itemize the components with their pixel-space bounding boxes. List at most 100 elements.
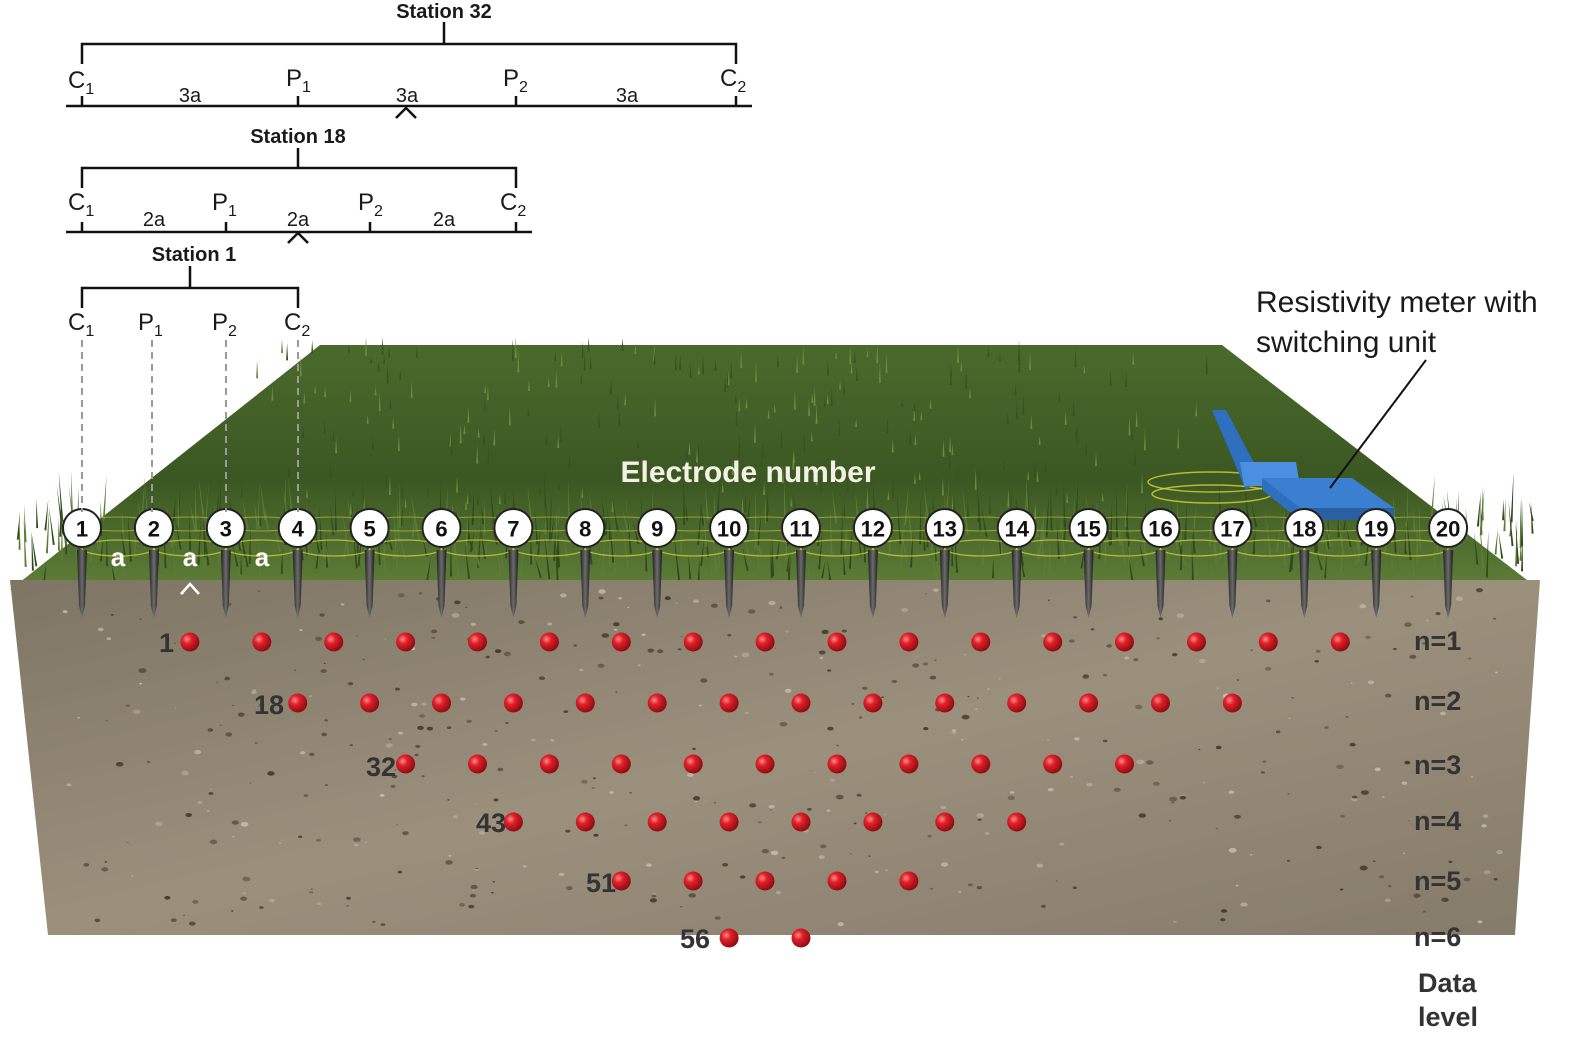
grass-blade: [923, 506, 927, 527]
soil-speck: [592, 777, 597, 780]
grass-blade: [637, 439, 640, 449]
soil-speck: [1136, 759, 1145, 765]
grass-blade: [790, 496, 793, 507]
grass-blade: [399, 535, 407, 559]
grass-blade: [904, 484, 909, 526]
grass-blade: [1033, 502, 1039, 536]
grass-blade: [826, 358, 829, 376]
soil-speck: [1153, 781, 1160, 786]
grass-blade: [1095, 453, 1097, 466]
grass-blade: [555, 536, 559, 582]
grass-blade: [924, 482, 927, 492]
grass-blade: [274, 525, 281, 552]
grass-blade: [843, 497, 846, 518]
grass-blade: [399, 483, 401, 528]
grass-blade: [1356, 530, 1359, 551]
grass-blade: [846, 480, 849, 492]
grass-blade: [31, 532, 38, 567]
grass-blade: [777, 556, 782, 580]
datum-point-n2-13: [1151, 693, 1170, 713]
soil-speck: [1315, 649, 1321, 653]
soil-speck: [1260, 771, 1265, 774]
soil-speck: [779, 722, 788, 727]
grass-blade: [957, 342, 959, 363]
soil-speck: [1082, 674, 1089, 678]
resistivity-meter-icon: [1212, 410, 1394, 520]
grass-blade: [260, 480, 267, 521]
soil-speck: [821, 629, 829, 635]
grass-blade: [287, 465, 290, 479]
grass-blade: [1345, 526, 1352, 547]
grass-blade: [598, 409, 600, 428]
grass-blade: [746, 496, 751, 521]
grass-blade: [544, 533, 551, 580]
soil-speck: [649, 898, 658, 903]
grass-blade: [810, 432, 813, 442]
grass-blade: [1080, 543, 1086, 569]
grass-blade: [583, 353, 586, 371]
station-1: [80, 266, 300, 308]
soil-speck: [1216, 687, 1219, 690]
soil-speck: [390, 784, 396, 788]
grass-blade: [1521, 496, 1524, 547]
soil-speck: [573, 644, 577, 647]
soil-speck: [299, 751, 306, 755]
soil-speck: [646, 863, 652, 867]
grass-blade: [899, 516, 904, 568]
grass-blade: [122, 510, 125, 534]
soil-speck: [254, 742, 258, 744]
soil-speck: [353, 843, 359, 847]
soil-speck: [652, 892, 656, 895]
grass-blade: [1184, 498, 1188, 540]
soil-speck: [189, 921, 196, 926]
electrode-circle: [349, 508, 390, 548]
grass-blade: [738, 437, 741, 459]
soil-speck: [1236, 679, 1240, 681]
grass-blade: [481, 504, 485, 525]
grass-blade: [323, 535, 331, 565]
grass-blade: [730, 360, 733, 379]
grass-blade: [388, 476, 391, 496]
soil-speck: [138, 618, 142, 620]
grass-blade: [1125, 370, 1127, 387]
soil-speck: [259, 906, 264, 909]
spacing-a-3: a: [255, 542, 270, 572]
grass-blade: [643, 471, 646, 480]
grass-blade: [1479, 519, 1485, 570]
grass-blade: [1521, 539, 1523, 572]
datum-point-n6-2: [791, 928, 811, 948]
grass-blade: [735, 405, 738, 426]
grass-blade: [1410, 537, 1416, 580]
grass-blade: [901, 398, 904, 407]
soil-speck: [952, 729, 957, 732]
grass-blade: [1433, 535, 1436, 568]
soil-speck: [680, 906, 683, 908]
soil-speck: [468, 904, 475, 909]
grass-blade: [1030, 414, 1033, 430]
grass-blade: [969, 387, 971, 399]
grass-blade: [349, 502, 352, 515]
grass-blade: [1180, 518, 1183, 545]
station-32-label: Station 32: [396, 1, 492, 23]
soil-speck: [987, 688, 990, 690]
soil-speck: [237, 712, 245, 717]
grass-blade: [499, 546, 506, 573]
soil-speck: [1234, 814, 1241, 819]
soil-speck: [414, 753, 419, 757]
grass-blade: [830, 505, 833, 554]
grass-blade: [688, 554, 692, 580]
grass-blade: [335, 487, 337, 532]
first-index-labels: 1 18 32 43 51 56: [159, 628, 710, 954]
soil-speck: [232, 704, 234, 706]
soil-speck: [320, 669, 327, 673]
grass-blade: [711, 526, 718, 572]
soil-speck: [319, 613, 325, 617]
grass-blade: [386, 363, 389, 384]
soil-speck: [394, 769, 397, 771]
soil-speck: [431, 636, 436, 640]
soil-speck: [1476, 588, 1483, 593]
datum-point-n3-1: [396, 754, 416, 774]
soil-speck: [146, 760, 151, 764]
grass-blade: [550, 516, 555, 540]
electrode-stake-6: [436, 550, 447, 618]
